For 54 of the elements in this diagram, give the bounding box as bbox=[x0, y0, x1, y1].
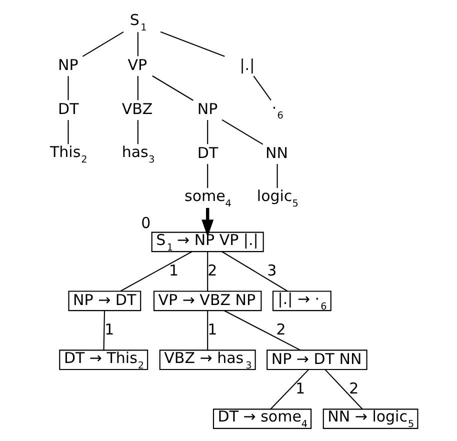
node-text: NP bbox=[197, 100, 218, 118]
node-text: S$_{1}$ bbox=[130, 11, 147, 34]
connector bbox=[324, 369, 363, 410]
node-text: ·$_{6}$ bbox=[272, 98, 284, 122]
connector bbox=[207, 164, 208, 188]
node-box: VP → VBZ NP bbox=[153, 290, 262, 312]
connector bbox=[276, 164, 278, 188]
edge-label: 3 bbox=[267, 261, 277, 280]
node-text: This$_{2}$ bbox=[50, 142, 88, 166]
edge-label: 1 bbox=[208, 320, 218, 338]
connector bbox=[68, 76, 69, 100]
node-text: DT bbox=[58, 100, 79, 118]
connector bbox=[160, 31, 225, 57]
connector bbox=[253, 76, 272, 100]
edge-label: 2 bbox=[276, 320, 286, 338]
node-text: NP bbox=[58, 56, 78, 74]
connector bbox=[207, 120, 208, 144]
node-text: DT bbox=[197, 144, 218, 162]
connector bbox=[207, 310, 208, 350]
connector bbox=[137, 120, 138, 144]
node-box: NN → logic$_{5}$ bbox=[322, 408, 418, 429]
edge-label: 1 bbox=[104, 320, 114, 338]
connector bbox=[137, 76, 138, 100]
connector bbox=[137, 32, 138, 56]
node-box: NP → DT NN bbox=[266, 350, 368, 370]
node-text: VP bbox=[128, 56, 148, 74]
node-text: |.| bbox=[240, 56, 255, 74]
node-box: NP → DT bbox=[68, 290, 142, 312]
node-text: has$_{3}$ bbox=[122, 142, 155, 166]
node-box: |.| → ·$_{6}$ bbox=[272, 290, 332, 312]
connector bbox=[152, 75, 194, 101]
node-box: VBZ → has$_{3}$ bbox=[159, 350, 256, 370]
edge-label: 2 bbox=[349, 379, 359, 398]
node-text: some$_{4}$ bbox=[184, 186, 232, 210]
connector bbox=[222, 119, 264, 145]
node-box: DT → This$_{2}$ bbox=[59, 350, 148, 370]
node-box: S$_{1}$ → NP VP |.| bbox=[151, 232, 264, 252]
connector bbox=[222, 251, 288, 292]
connector bbox=[68, 120, 69, 144]
node-text: NN bbox=[265, 144, 288, 162]
node-text: VBZ bbox=[122, 100, 153, 118]
connector bbox=[103, 310, 106, 350]
node-box: DT → some$_{4}$ bbox=[212, 408, 312, 429]
edge-label: 2 bbox=[208, 261, 218, 280]
connector bbox=[207, 252, 208, 292]
edge-label: 1 bbox=[169, 261, 179, 280]
connector bbox=[270, 369, 309, 410]
edge-label: 1 bbox=[296, 379, 306, 398]
node-text: logic$_{5}$ bbox=[256, 186, 298, 210]
connector bbox=[120, 251, 192, 292]
node-label: 0 bbox=[141, 214, 151, 232]
arrow bbox=[202, 208, 214, 237]
connector bbox=[224, 310, 300, 351]
connector bbox=[82, 31, 124, 57]
